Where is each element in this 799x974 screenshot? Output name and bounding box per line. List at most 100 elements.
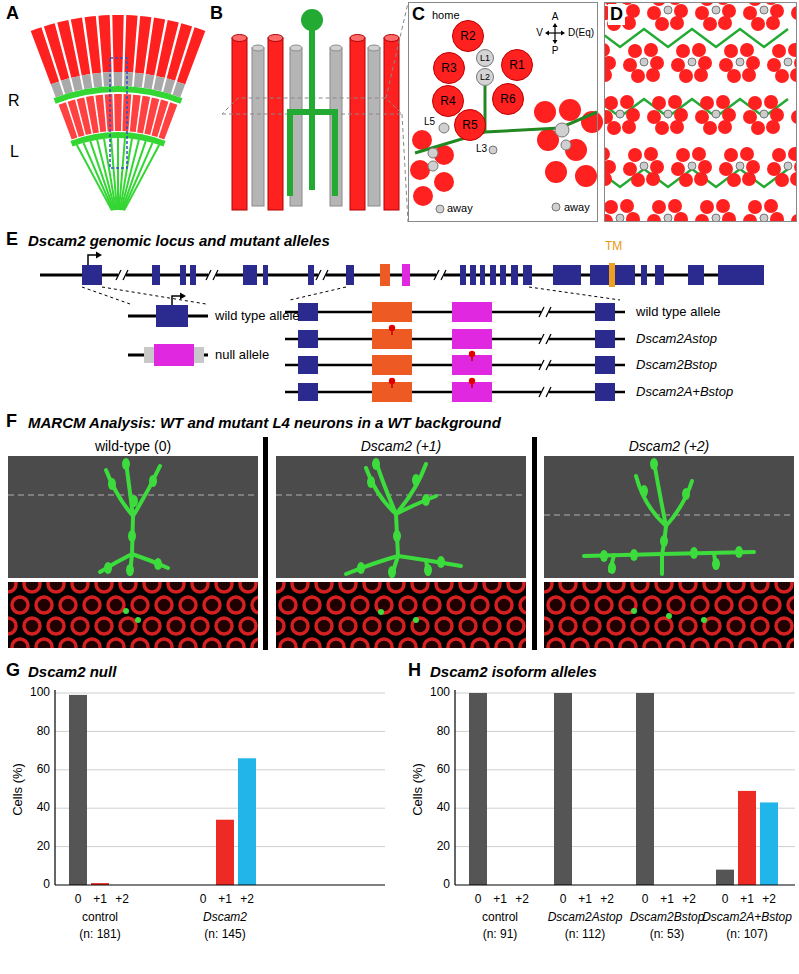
neurite <box>366 468 396 514</box>
exon <box>190 265 196 285</box>
category-label: 0 <box>722 893 729 907</box>
cartridge-ring <box>328 597 344 613</box>
category-label: +2 <box>682 893 696 907</box>
cartridge-ring <box>364 618 380 634</box>
photoreceptor <box>605 43 610 57</box>
exon <box>500 265 506 285</box>
separator <box>263 437 268 650</box>
cartridge-ring <box>192 582 208 592</box>
panel-title: Dscam2 isoform alleles <box>430 663 597 680</box>
category-label: 0 <box>642 893 649 907</box>
lamina-neuron <box>555 123 569 137</box>
bar <box>554 693 572 885</box>
red-cylinder <box>384 38 399 210</box>
gene-locus <box>40 252 764 403</box>
gridline <box>455 731 795 732</box>
cartridge-ring <box>560 582 576 592</box>
cartridge-ring <box>496 597 512 613</box>
cartridge-ring <box>608 618 624 634</box>
photoreceptor <box>794 160 796 174</box>
photoreceptor <box>692 43 706 57</box>
layer-boundary <box>544 514 794 515</box>
cartridge-ring <box>84 639 100 648</box>
photoreceptor <box>724 148 738 162</box>
cartridge-ring <box>132 597 148 613</box>
cartridge-ring <box>584 618 600 634</box>
separator <box>532 437 537 650</box>
tick-label: 60 <box>437 763 450 777</box>
category-label: +2 <box>762 893 776 907</box>
bar <box>238 758 256 885</box>
break-mark <box>206 270 211 280</box>
varicosity <box>357 562 365 574</box>
photoreceptor <box>724 44 738 58</box>
photoreceptor <box>652 200 666 214</box>
photoreceptor <box>700 3 714 6</box>
break-mark <box>546 360 551 370</box>
cartridge-ring <box>328 639 344 648</box>
cartridge-ring <box>656 582 672 592</box>
retina-column <box>85 16 101 74</box>
image-heading: wild-type (0) <box>95 438 171 454</box>
cylinder-top <box>232 35 247 42</box>
lamina-neuron <box>784 58 792 66</box>
cartridge-ring <box>400 597 416 613</box>
tss-head <box>180 293 186 300</box>
exon <box>688 265 704 285</box>
photoreceptor <box>748 96 762 110</box>
exon-b <box>452 302 492 322</box>
group-label: control <box>82 911 118 925</box>
cartridge-ring <box>472 639 488 648</box>
photoreceptor <box>410 160 430 180</box>
photoreceptor <box>772 44 786 58</box>
cartridge-ring <box>388 582 404 592</box>
cartridge-ring <box>460 582 476 592</box>
photoreceptor <box>676 44 690 58</box>
cell-label: R3 <box>441 62 456 74</box>
photoreceptor-circle: R2 <box>452 20 484 52</box>
cartridge-ring <box>376 639 392 648</box>
varicosity <box>682 488 690 500</box>
photoreceptor <box>628 148 642 162</box>
cell-label: R4 <box>440 95 455 107</box>
break-mark <box>546 307 551 317</box>
cartridge-ring <box>448 597 464 613</box>
photoreceptor <box>700 200 714 214</box>
zoom-line <box>529 287 620 300</box>
photoreceptor <box>703 17 717 31</box>
photoreceptor <box>790 172 796 186</box>
varicosity <box>735 546 743 558</box>
photoreceptor <box>674 4 688 18</box>
break-gap <box>541 308 549 316</box>
sample-size: (n: 53) <box>650 928 685 942</box>
terminal-dot <box>631 608 637 614</box>
gridline <box>455 693 795 694</box>
lamina-neuron <box>428 148 438 158</box>
lamina-column <box>114 94 122 131</box>
cartridge-ring <box>48 618 64 634</box>
cartridge-ring <box>60 597 76 613</box>
lamina-band <box>144 74 155 89</box>
axon-line <box>84 143 113 210</box>
null-cassette <box>154 344 194 366</box>
photoreceptor <box>679 69 693 83</box>
l4-neuron <box>584 458 754 574</box>
photoreceptor <box>646 172 660 186</box>
cartridge-ring <box>740 597 756 613</box>
panel-letter: C <box>412 4 425 25</box>
lamina-neuron <box>664 110 672 118</box>
compass-head <box>545 31 549 36</box>
cartridge-cross-section <box>276 582 526 648</box>
cartridge-ring <box>728 582 744 592</box>
photoreceptor <box>698 56 712 70</box>
photoreceptor <box>434 172 454 192</box>
stop-codon <box>469 378 475 384</box>
terminal-dot <box>123 608 129 614</box>
compass-label: P <box>552 45 559 57</box>
lamina-neuron <box>688 58 696 66</box>
exon-a <box>372 329 412 349</box>
break-mark <box>539 360 544 370</box>
cartridge-ring <box>280 597 296 613</box>
photoreceptor <box>788 147 796 161</box>
